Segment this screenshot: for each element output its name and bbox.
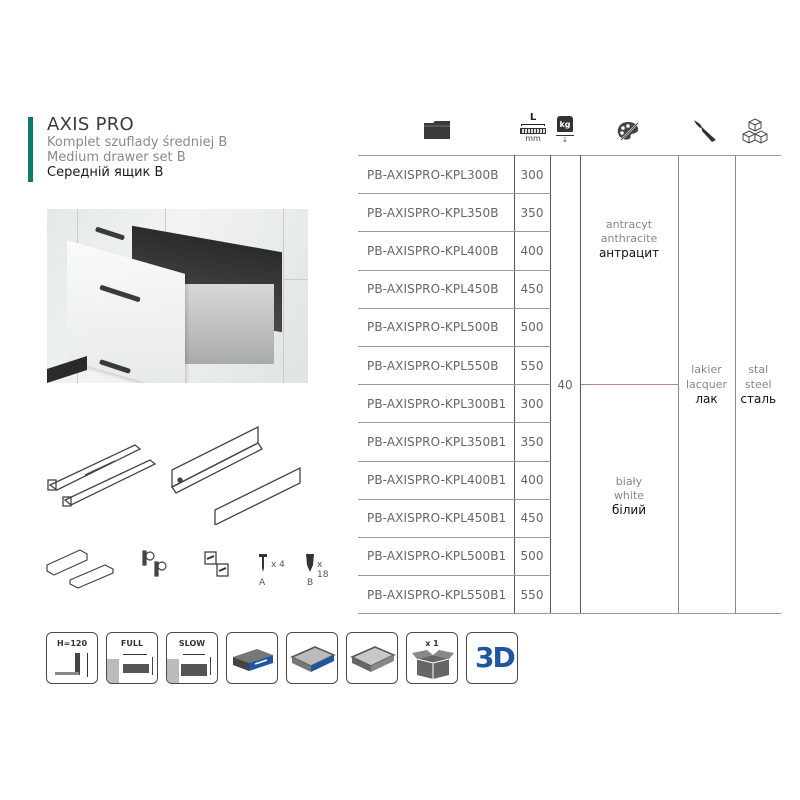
side-panel-and-back-icon — [171, 425, 301, 525]
length-value: 450 — [514, 270, 551, 309]
product-code: PB-AXISPRO-KPL550B1 — [358, 575, 515, 615]
palette-icon — [617, 122, 639, 141]
length-value: 400 — [514, 231, 551, 271]
product-code: PB-AXISPRO-KPL500B — [358, 308, 515, 347]
length-value: 300 — [514, 154, 551, 195]
product-code: PB-AXISPRO-KPL450B1 — [358, 499, 515, 538]
color-anthracite: antracyt anthracite антрацит — [580, 154, 679, 386]
product-photo — [47, 209, 308, 383]
length-value: 300 — [514, 384, 551, 424]
material-cell: stal steel сталь — [735, 154, 781, 615]
product-code: PB-AXISPRO-KPL350B1 — [358, 422, 515, 462]
weight-icon: kg ↓ — [556, 116, 574, 146]
product-code: PB-AXISPRO-KPL350B — [358, 193, 515, 233]
full-extension-icon: FULL — [106, 632, 158, 684]
front-brackets-icon — [46, 549, 114, 589]
drawer-tray-icon — [346, 632, 398, 684]
length-value: 500 — [514, 537, 551, 577]
title-block: AXIS PRO Komplet szuflady średniej B Med… — [47, 115, 227, 181]
product-code: PB-AXISPRO-KPL550B — [358, 346, 515, 386]
soft-close-icon: SLOW — [166, 632, 218, 684]
folder-icon — [424, 121, 450, 139]
height-feature-icon: H=120 — [46, 632, 98, 684]
weight-value: 40 — [550, 154, 581, 615]
screw-a-qty: x 4 — [271, 560, 285, 570]
length-icon: L mm — [518, 113, 548, 153]
brackets-pair-icon — [204, 551, 229, 577]
handle-icon — [94, 226, 126, 241]
length-value: 500 — [514, 308, 551, 347]
drawer-side — [182, 284, 274, 364]
accent-bar — [28, 117, 33, 182]
subtitle-ua: Середній ящик B — [47, 165, 164, 180]
product-code: PB-AXISPRO-KPL400B — [358, 231, 515, 271]
paintbrush-icon — [694, 120, 716, 142]
spec-table: PB-AXISPRO-KPL300B 300 40 antracyt anthr… — [358, 154, 781, 615]
product-code: PB-AXISPRO-KPL500B1 — [358, 537, 515, 577]
product-code: PB-AXISPRO-KPL300B — [358, 154, 515, 195]
screw-a-label: A — [259, 578, 266, 588]
3d-adjustment-icon: 3D — [466, 632, 518, 684]
length-value: 350 — [514, 422, 551, 462]
length-value: 400 — [514, 461, 551, 500]
product-title: AXIS PRO — [47, 114, 135, 135]
runner-rails-icon — [47, 444, 157, 507]
feature-icons: H=120 FULL SLOW — [46, 632, 518, 684]
screw-a-icon — [259, 554, 267, 572]
subtitle-pl: Komplet szuflady średniej B — [47, 135, 228, 150]
drawer-front-highlight-icon — [286, 632, 338, 684]
screw-b-qty: x 18 — [317, 560, 329, 580]
product-code: PB-AXISPRO-KPL300B1 — [358, 384, 515, 424]
finish-cell: lakier lacquer лак — [678, 154, 736, 615]
table-row: PB-AXISPRO-KPL300B 300 40 antracyt anthr… — [358, 154, 781, 615]
product-code: PB-AXISPRO-KPL450B — [358, 270, 515, 309]
length-value: 450 — [514, 499, 551, 538]
length-value: 550 — [514, 575, 551, 615]
cubes-icon — [742, 118, 768, 144]
length-value: 550 — [514, 346, 551, 386]
screw-b-label: B — [307, 578, 314, 588]
product-code: PB-AXISPRO-KPL400B1 — [358, 461, 515, 500]
subtitle-en: Medium drawer set B — [47, 150, 186, 165]
table-row: PB-AXISPRO-KPL300B1 300 biały white біли… — [358, 384, 781, 615]
screw-b-icon — [306, 554, 314, 572]
length-value: 350 — [514, 193, 551, 233]
clips-icon — [142, 550, 167, 577]
front-adjustment-icon — [226, 632, 278, 684]
color-white: biały white білий — [580, 384, 679, 615]
parts-illustrations: x 4 A x 18 B — [45, 420, 328, 600]
package-qty-icon: x 1 — [406, 632, 458, 684]
